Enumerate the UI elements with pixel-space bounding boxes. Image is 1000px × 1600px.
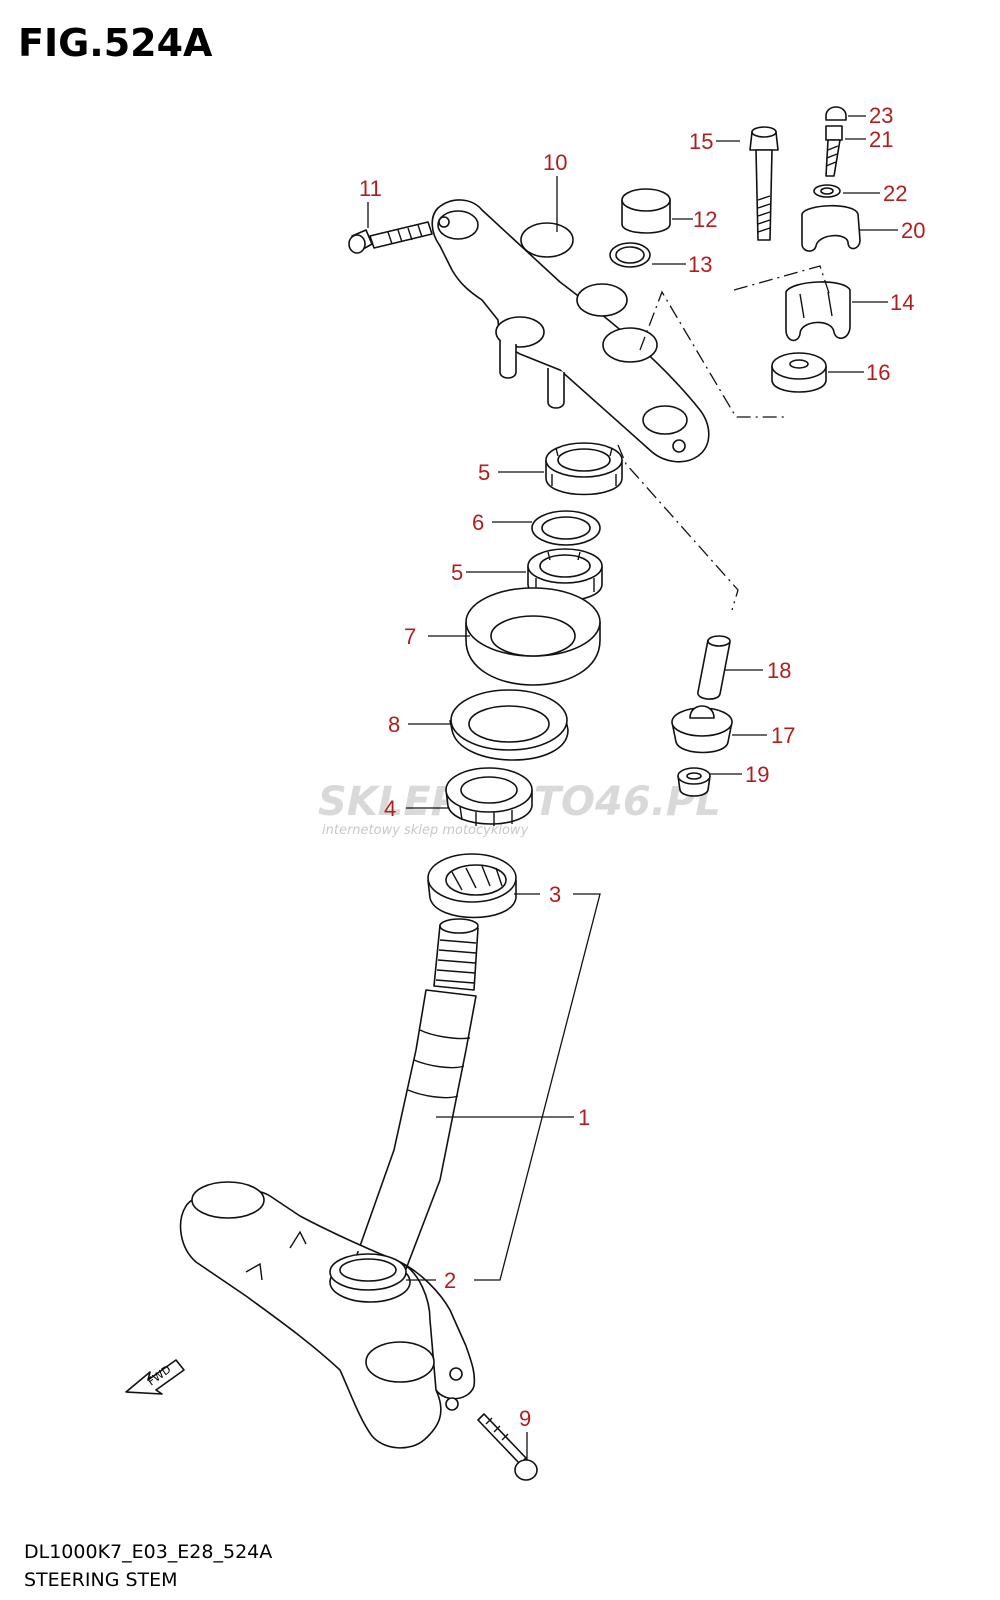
bolt-part-11 — [348, 221, 433, 254]
fwd-direction-arrow: FWD — [125, 1359, 185, 1395]
watermark-tagline: internetowy sklep motocyklowy — [322, 823, 529, 838]
callout-5-lower: 5 — [451, 560, 463, 585]
upper-bracket-part-10 — [431, 199, 710, 463]
callout-5-upper: 5 — [478, 460, 490, 485]
callout-19: 19 — [745, 762, 769, 787]
callout-15: 15 — [689, 129, 713, 154]
cap-part-12 — [621, 188, 671, 234]
callout-1: 1 — [578, 1105, 590, 1130]
callout-13: 13 — [688, 252, 712, 277]
damper-part-17 — [671, 705, 733, 754]
callout-14: 14 — [890, 290, 914, 315]
seal-part-8 — [449, 689, 569, 761]
callout-8: 8 — [388, 712, 400, 737]
callout-23: 23 — [869, 103, 893, 128]
callout-4: 4 — [384, 796, 396, 821]
callout-11: 11 — [359, 176, 382, 201]
handlebar-holder-part-14 — [785, 281, 851, 342]
callout-9: 9 — [519, 1406, 531, 1431]
leader-lines — [367, 115, 898, 1460]
figure-title: FIG.524A — [18, 21, 213, 65]
seal-part-2 — [329, 1253, 407, 1291]
bearing-part-3 — [427, 853, 517, 919]
dust-seal-part-7 — [465, 587, 601, 686]
nut-part-5-upper — [545, 442, 623, 496]
callout-2: 2 — [444, 1268, 456, 1293]
callouts: 11 10 12 13 15 23 21 22 20 14 16 5 6 5 7… — [359, 103, 925, 1431]
lock-washer-part-6 — [531, 510, 601, 546]
callout-12: 12 — [693, 207, 717, 232]
callout-17: 17 — [771, 723, 795, 748]
bolt-part-21 — [825, 125, 843, 177]
steering-stem-part-1 — [179, 918, 479, 1449]
footer-section-name: STEERING STEM — [24, 1569, 178, 1591]
callout-22: 22 — [883, 181, 907, 206]
callout-7: 7 — [404, 624, 416, 649]
callout-18: 18 — [767, 658, 791, 683]
sleeve-part-18 — [697, 635, 731, 700]
washer-part-22 — [813, 184, 841, 198]
bolt-part-15 — [749, 126, 779, 241]
footer-model-code: DL1000K7_E03_E28_524A — [24, 1541, 272, 1563]
callout-10: 10 — [543, 150, 567, 175]
cap-part-23 — [825, 106, 847, 121]
callout-3: 3 — [549, 882, 561, 907]
bearing-part-4 — [445, 767, 533, 826]
reference-lines — [617, 265, 831, 611]
nut-part-19 — [677, 767, 711, 797]
cushion-part-16 — [771, 352, 827, 393]
callout-21: 21 — [869, 127, 893, 152]
handlebar-holder-part-20 — [801, 204, 861, 252]
bolt-part-9 — [477, 1413, 538, 1481]
callout-20: 20 — [901, 218, 925, 243]
o-ring-part-13 — [609, 242, 651, 268]
callout-16: 16 — [866, 360, 890, 385]
callout-6: 6 — [472, 510, 484, 535]
